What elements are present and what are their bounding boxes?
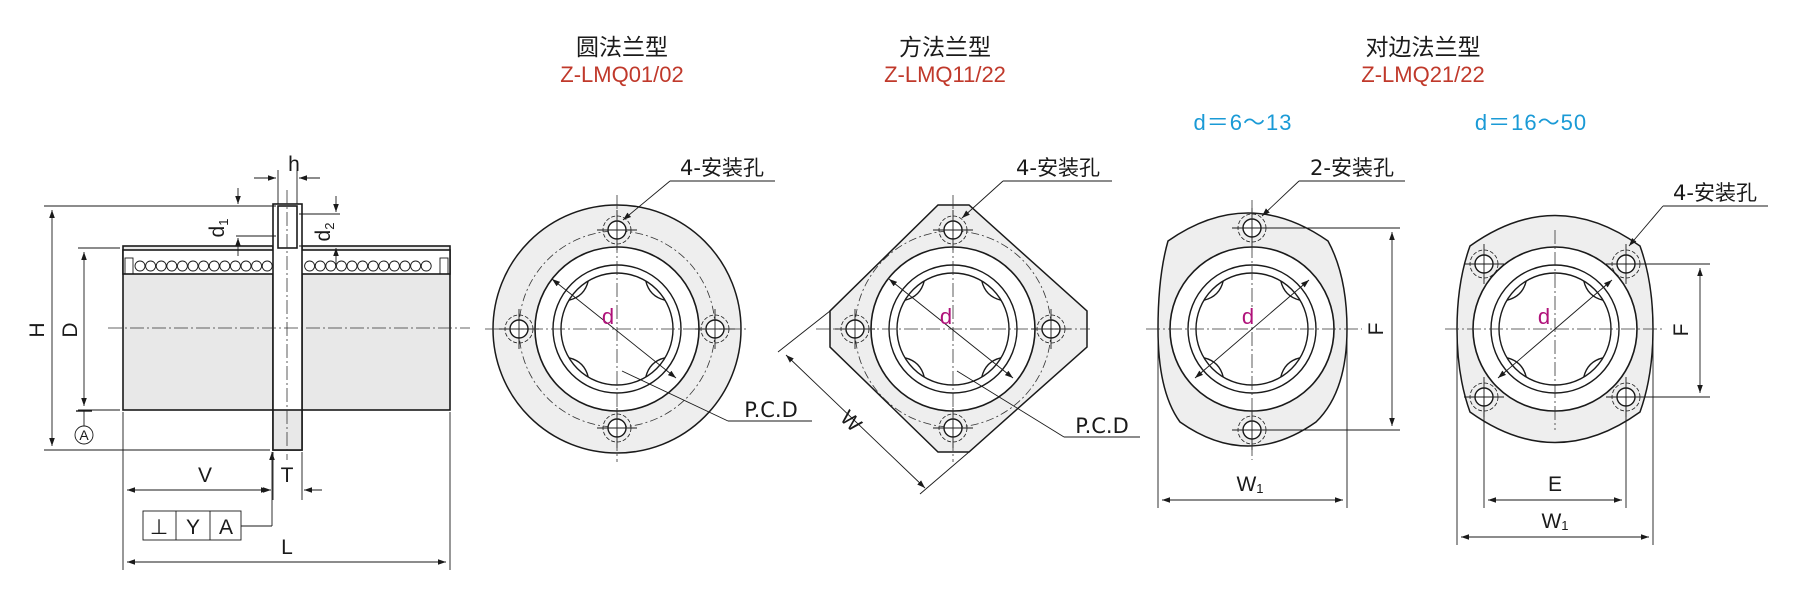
title-square: 方法兰型 xyxy=(899,35,991,61)
ball xyxy=(357,260,369,272)
svg-text:W1: W1 xyxy=(1236,473,1263,496)
ball xyxy=(208,260,220,272)
ball-row xyxy=(134,260,432,272)
ball xyxy=(335,260,347,272)
ball xyxy=(219,260,231,272)
square-flange-view: 方法兰型 Z-LMQ11/22 d P.C.D 4-安装孔 W xyxy=(777,35,1140,495)
label-d2: d xyxy=(312,230,335,242)
model-cut: Z-LMQ21/22 xyxy=(1361,62,1485,87)
seal-left xyxy=(124,257,134,275)
pcd-label-round: P.C.D xyxy=(744,398,798,422)
label-d1: d xyxy=(206,226,229,238)
ball xyxy=(367,260,379,272)
svg-text:d1: d1 xyxy=(206,219,231,238)
ball xyxy=(346,260,358,272)
ball xyxy=(145,260,157,272)
label-D: D xyxy=(59,322,82,337)
bore-label-large: d xyxy=(1538,304,1550,329)
bore-label-round: d xyxy=(602,304,614,329)
label-V: V xyxy=(198,464,212,487)
bore-dim-large xyxy=(1497,279,1613,379)
ball xyxy=(251,260,263,272)
ball xyxy=(229,260,241,272)
title-cut: 对边法兰型 xyxy=(1366,35,1481,61)
dim-W-square xyxy=(785,354,926,489)
ball xyxy=(187,260,199,272)
datum-label: A xyxy=(79,427,89,443)
label-F-small: F xyxy=(1365,323,1388,336)
svg-text:d2: d2 xyxy=(312,223,337,242)
label-E-large: E xyxy=(1548,473,1562,496)
tolerance-symbol: ⊥ xyxy=(150,516,168,539)
ball xyxy=(166,260,178,272)
ball xyxy=(155,260,167,272)
ball xyxy=(420,260,432,272)
pcd-label-square: P.C.D xyxy=(1075,414,1129,438)
svg-text:W1: W1 xyxy=(1541,510,1568,533)
label-L: L xyxy=(281,536,293,559)
label-T: T xyxy=(281,464,294,487)
range-large: d＝16～50 xyxy=(1475,110,1587,135)
hole-label-large: 4-安装孔 xyxy=(1673,181,1757,205)
ball xyxy=(388,260,400,272)
label-W1-large: W xyxy=(1541,510,1561,533)
hole-label-square: 4-安装孔 xyxy=(1016,156,1100,180)
label-W-square: W xyxy=(835,406,865,436)
ball xyxy=(304,260,316,272)
mount-hole-section xyxy=(277,205,298,249)
ball xyxy=(240,260,252,272)
cut-flange-small: d＝6～13 d 2-安装孔 F W1 xyxy=(1146,110,1405,508)
ball xyxy=(198,260,210,272)
model-square: Z-LMQ11/22 xyxy=(884,62,1006,87)
tolerance-datum: A xyxy=(219,516,233,539)
ball xyxy=(378,260,390,272)
ball xyxy=(410,260,422,272)
flange-lower xyxy=(272,409,303,451)
bore-dim-round xyxy=(551,278,677,379)
bore-label-small: d xyxy=(1242,304,1254,329)
tolerance-frame: ⊥ Y A xyxy=(142,452,275,541)
ball xyxy=(176,260,188,272)
cut-flange-large: d＝16～50 d 4-安装孔 F E xyxy=(1445,110,1768,545)
ball xyxy=(134,260,146,272)
hole-label-round: 4-安装孔 xyxy=(680,156,764,180)
bore-dim-small xyxy=(1194,279,1310,379)
seal-right xyxy=(439,257,449,275)
label-h: h xyxy=(288,153,300,176)
range-small: d＝6～13 xyxy=(1194,110,1293,135)
bore-label-square: d xyxy=(940,304,952,329)
label-W1-small: W xyxy=(1236,473,1256,496)
ball xyxy=(325,260,337,272)
bore-dim-square xyxy=(888,278,1014,379)
side-view: H D A h d1 d2 V xyxy=(26,153,470,570)
ball xyxy=(314,260,326,272)
title-round: 圆法兰型 xyxy=(576,35,668,61)
hole-label-small: 2-安装孔 xyxy=(1310,156,1394,180)
label-F-large: F xyxy=(1670,324,1693,337)
round-flange-view: 圆法兰型 Z-LMQ01/02 d P.C.D 4-安装孔 xyxy=(485,35,812,462)
label-H: H xyxy=(26,322,49,337)
model-round: Z-LMQ01/02 xyxy=(560,62,684,87)
tolerance-value: Y xyxy=(186,516,200,539)
ball xyxy=(399,260,411,272)
two-side-cut-flange-views: 对边法兰型 Z-LMQ21/22 d＝6～13 d 2-安装孔 F xyxy=(1146,35,1768,545)
